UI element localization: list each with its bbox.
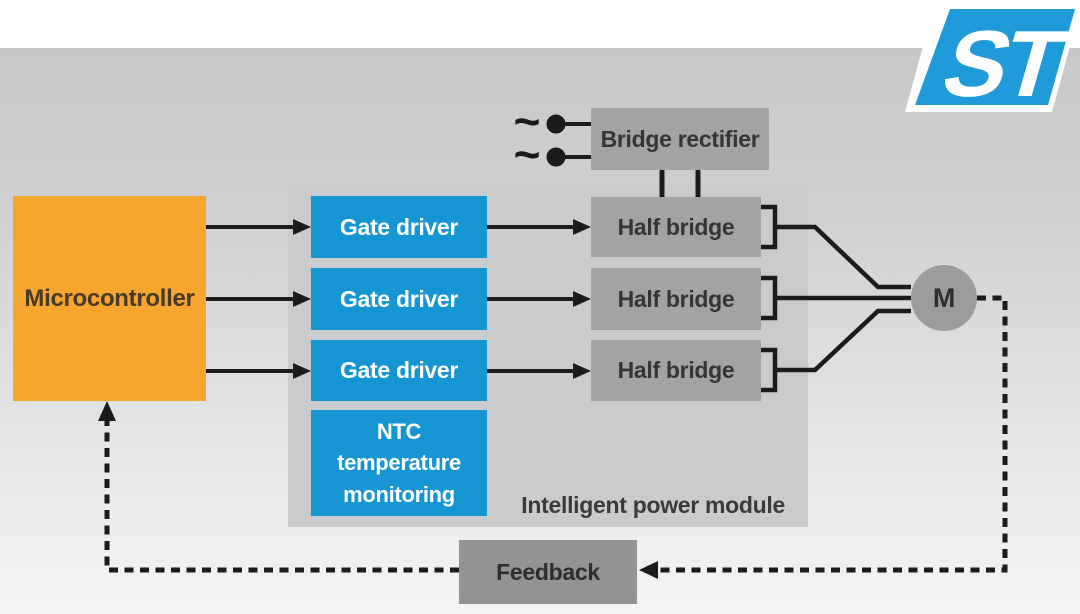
gate-driver-1-label: Gate driver	[339, 213, 459, 240]
gate-driver-3-label: Gate driver	[339, 357, 459, 383]
bridge-rectifier-label: Bridge rectifier	[600, 125, 760, 152]
st-logo-parallelogram	[915, 9, 1075, 105]
ntc-label: NTC temperature monitoring	[337, 419, 461, 507]
half-bridge-1-block: Half bridge	[591, 197, 761, 257]
feedback-label: Feedback	[496, 558, 600, 585]
bridge-rectifier-block: Bridge rectifier	[591, 108, 769, 170]
motor-node: M	[911, 265, 977, 331]
half-bridge-1-label: Half bridge	[617, 213, 735, 240]
half-bridge-3-label: Half bridge	[617, 357, 735, 383]
microcontroller-label: Microcontroller	[24, 284, 195, 312]
gate-driver-2-block: Gate driver	[311, 268, 487, 330]
ipm-panel-label: Intelligent power module	[521, 492, 785, 518]
gate-driver-2-label: Gate driver	[339, 285, 459, 312]
half-bridge-2-block: Half bridge	[591, 268, 761, 330]
motor-label: M	[932, 282, 956, 313]
gate-driver-3-block: Gate driver	[311, 340, 487, 401]
microcontroller-block: Microcontroller	[13, 196, 206, 401]
gate-driver-1-block: Gate driver	[311, 196, 487, 258]
half-bridge-2-label: Half bridge	[617, 285, 735, 312]
ntc-temperature-monitoring-block: NTC temperature monitoring	[311, 410, 487, 516]
half-bridge-3-block: Half bridge	[591, 340, 761, 401]
st-logo: ST	[905, 2, 1080, 112]
feedback-block: Feedback	[459, 540, 637, 604]
